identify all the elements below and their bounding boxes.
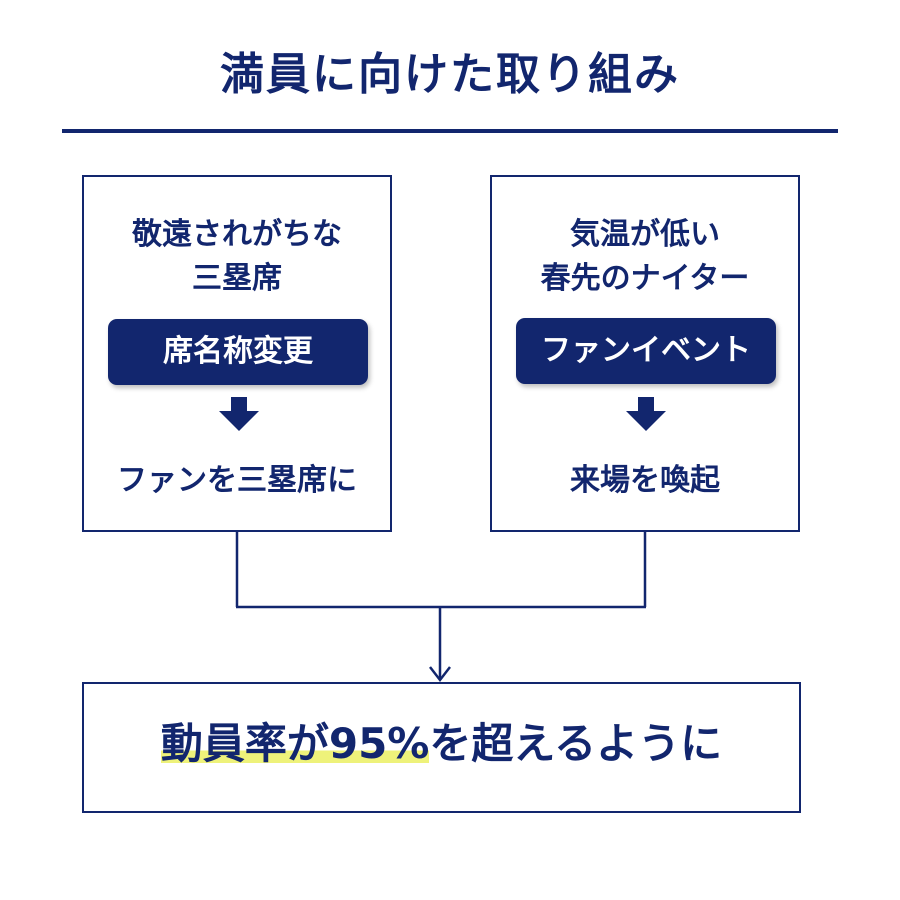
right-problem: 気温が低い 春先のナイター — [492, 213, 798, 301]
right-outcome: 来場を喚起 — [570, 463, 720, 498]
left-problem: 敬遠されがちな 三塁席 — [84, 213, 390, 301]
result-panel: 動員率が95%を超えるように — [82, 682, 801, 813]
left-outcome: ファンを三塁席に — [117, 463, 357, 498]
left-panel: 敬遠されがちな 三塁席 席名称変更 ファンを三塁席に — [82, 175, 392, 532]
right-problem-line-1: 気温が低い — [570, 217, 720, 252]
right-problem-line-2: 春先のナイター — [540, 261, 750, 296]
down-arrow-icon — [219, 397, 259, 431]
right-action-badge: ファンイベント — [516, 318, 776, 384]
right-panel: 気温が低い 春先のナイター ファンイベント 来場を喚起 — [490, 175, 800, 532]
result-text: 動員率が95%を超えるように — [84, 714, 799, 774]
title-divider — [62, 129, 838, 133]
left-problem-line-2: 三塁席 — [192, 261, 282, 296]
left-problem-line-1: 敬遠されがちな — [132, 217, 342, 252]
result-highlight: 動員率が95% — [160, 719, 430, 768]
connector-arrowhead-icon — [429, 666, 451, 683]
result-rest: を超えるように — [429, 719, 723, 768]
down-arrow-icon — [626, 397, 666, 431]
left-action-badge: 席名称変更 — [108, 319, 368, 385]
page-title: 満員に向けた取り組み — [220, 49, 680, 100]
